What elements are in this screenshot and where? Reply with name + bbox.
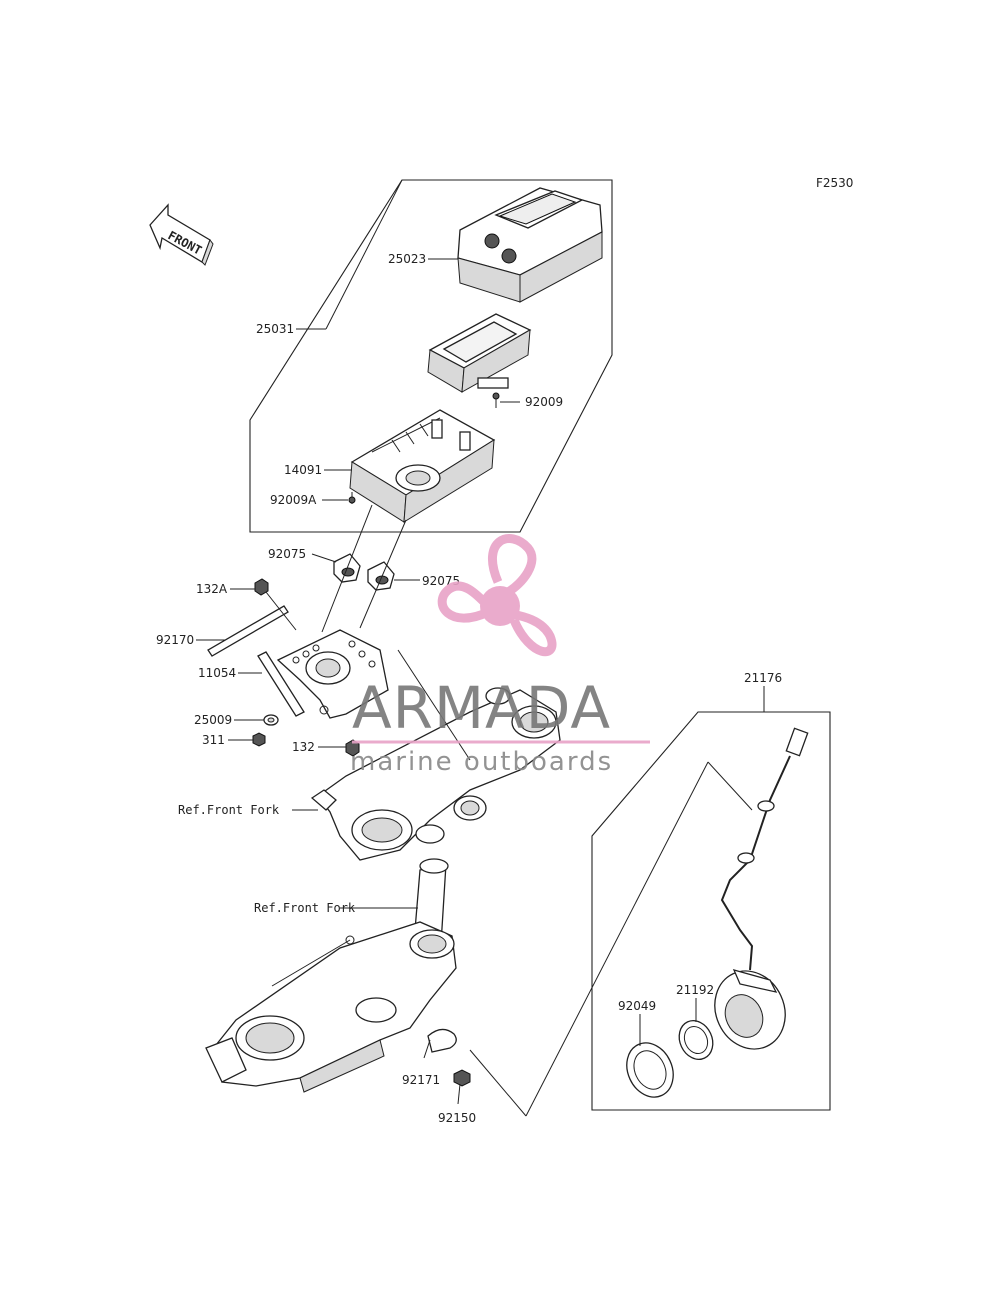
leader-lines [196, 179, 765, 1105]
nut-311-part [252, 732, 266, 747]
meter-case-part [349, 409, 496, 523]
clamp-92171-part [427, 1028, 457, 1053]
label-25023: 25023 [388, 252, 426, 266]
label-21192: 21192 [676, 983, 714, 997]
label-92171: 92171 [402, 1073, 440, 1087]
screw-92009A-part [348, 492, 356, 504]
band-92170-part [207, 605, 289, 657]
label-132A: 132A [196, 582, 228, 596]
reference-lines [265, 504, 753, 1117]
damper-right-part [367, 561, 395, 591]
label-ref-front-fork-lower: Ref.Front Fork [254, 901, 356, 915]
figure-code: F2530 [816, 176, 853, 190]
bolt-92150-part [453, 1069, 471, 1087]
sensor-housing-part [714, 969, 786, 1050]
meter-unit-part [427, 313, 532, 393]
label-92170: 92170 [156, 633, 194, 647]
front-direction-arrow-icon: FRONT [149, 203, 214, 266]
label-21176: 21176 [744, 671, 782, 685]
label-11054: 11054 [198, 666, 236, 680]
watermark-tagline: marine outboards [350, 747, 613, 777]
label-92150: 92150 [438, 1111, 476, 1125]
seal-92049-part [626, 1042, 674, 1098]
label-92009A: 92009A [270, 493, 317, 507]
sensor-cable-part [720, 727, 809, 971]
lower-fork-bracket-part [205, 858, 457, 1093]
label-92075-left: 92075 [268, 547, 306, 561]
watermark: ARMADA marine outboards [350, 534, 650, 777]
ring-21192-part [678, 1020, 714, 1060]
propeller-logo-icon [437, 534, 557, 657]
upper-fork-bracket-part [310, 687, 561, 861]
screw-92009-part [492, 392, 500, 408]
bolt-132-part [345, 739, 360, 757]
label-311: 311 [202, 733, 225, 747]
bolt-132A-part [254, 578, 269, 596]
label-ref-front-fork-upper: Ref.Front Fork [178, 803, 280, 817]
meter-assembly-frame [249, 179, 613, 533]
watermark-brand: ARMADA [352, 674, 611, 742]
label-92049: 92049 [618, 999, 656, 1013]
label-132: 132 [292, 740, 315, 754]
meter-cover-part [457, 187, 603, 303]
sensor-assembly-frame [591, 711, 831, 1111]
label-25031: 25031 [256, 322, 294, 336]
band-rear-part [257, 651, 305, 717]
label-14091: 14091 [284, 463, 322, 477]
washer-25009-part [263, 714, 279, 726]
bracket-11054-part [276, 629, 389, 719]
label-92009: 92009 [525, 395, 563, 409]
label-25009: 25009 [194, 713, 232, 727]
